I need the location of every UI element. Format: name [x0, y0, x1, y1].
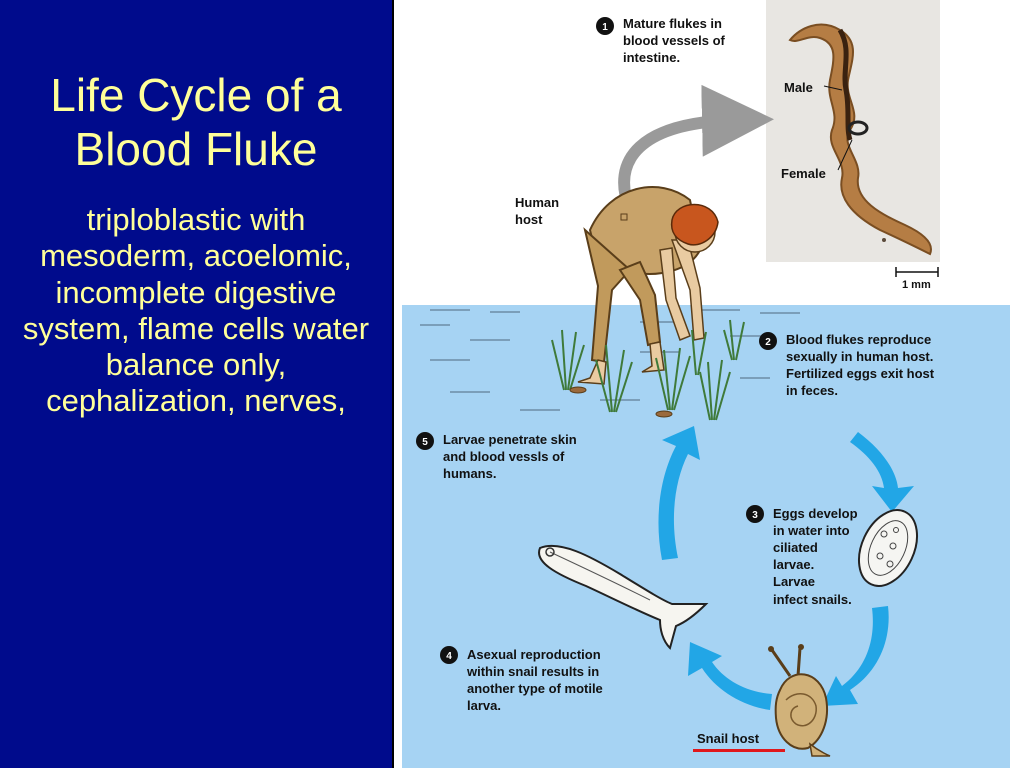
step-3-line-5: Larvae: [773, 574, 815, 589]
step-5-badge: [416, 432, 434, 450]
step-4-badge: [440, 646, 458, 664]
step-3-line-4: larvae.: [773, 557, 814, 572]
step-4-line-2: within snail results in: [466, 664, 599, 679]
step-5-number: 5: [422, 437, 428, 448]
step-2-line-1: Blood flukes reproduce: [786, 332, 931, 347]
ciliated-larva-icon: [857, 509, 919, 587]
male-label: Male: [784, 80, 813, 95]
step-1-badge: [596, 17, 614, 35]
step-5-line-2: and blood vessls of: [443, 449, 565, 464]
human-host-label-2: host: [515, 212, 543, 227]
rice-plants-icon: [551, 319, 745, 421]
panel-divider: [392, 0, 394, 768]
snail-host-underline: [693, 749, 785, 752]
scale-bar: [895, 267, 939, 277]
step-1-number: 1: [602, 22, 608, 33]
step-1-line-3: intestine.: [623, 50, 680, 65]
step-1-line-1: Mature flukes in: [623, 16, 722, 31]
step-3-number: 3: [752, 510, 758, 521]
step-5-line-3: humans.: [443, 466, 496, 481]
step-3-line-1: Eggs develop: [773, 506, 858, 521]
step-3-badge: [746, 505, 764, 523]
step-2-number: 2: [765, 337, 771, 348]
female-label: Female: [781, 166, 826, 181]
step-4-line-1: Asexual reproduction: [467, 647, 601, 662]
seedlings: [569, 386, 673, 418]
scale-label: 1 mm: [902, 279, 931, 291]
step-2-line-3: Fertilized eggs exit host: [786, 366, 935, 381]
step-3-line-2: in water into: [773, 523, 850, 538]
step-2-line-2: sexually in human host.: [786, 349, 933, 364]
fluke-photo: [766, 0, 940, 262]
step-3-line-3: ciliated: [773, 540, 818, 555]
step-4-number: 4: [446, 651, 452, 662]
snail-host-label: Snail host: [697, 731, 760, 746]
step-3-line-6: infect snails.: [773, 592, 852, 607]
step-2-line-4: in feces.: [786, 383, 838, 398]
step-1-line-2: blood vessels of: [623, 33, 726, 48]
human-host-label-1: Human: [515, 195, 559, 210]
human-figure-icon: [577, 186, 719, 385]
snail-icon: [768, 644, 831, 757]
step-4-line-3: another type of motile: [467, 681, 603, 696]
slide-body-text: triploblastic with mesoderm, acoelomic, …: [22, 202, 370, 419]
slide-title: Life Cycle of a Blood Fluke: [50, 69, 342, 176]
slide-left-panel: Life Cycle of a Blood Fluke triploblasti…: [0, 0, 392, 768]
motile-larva-icon: [538, 544, 709, 650]
cycle-arrow-icon: [658, 426, 914, 710]
life-cycle-diagram: Male Female 1 mm 1 Mature flukes in bloo…: [394, 0, 1024, 768]
step-4-line-4: larva.: [467, 698, 501, 713]
step-5-line-1: Larvae penetrate skin: [443, 432, 577, 447]
step-2-badge: [759, 332, 777, 350]
